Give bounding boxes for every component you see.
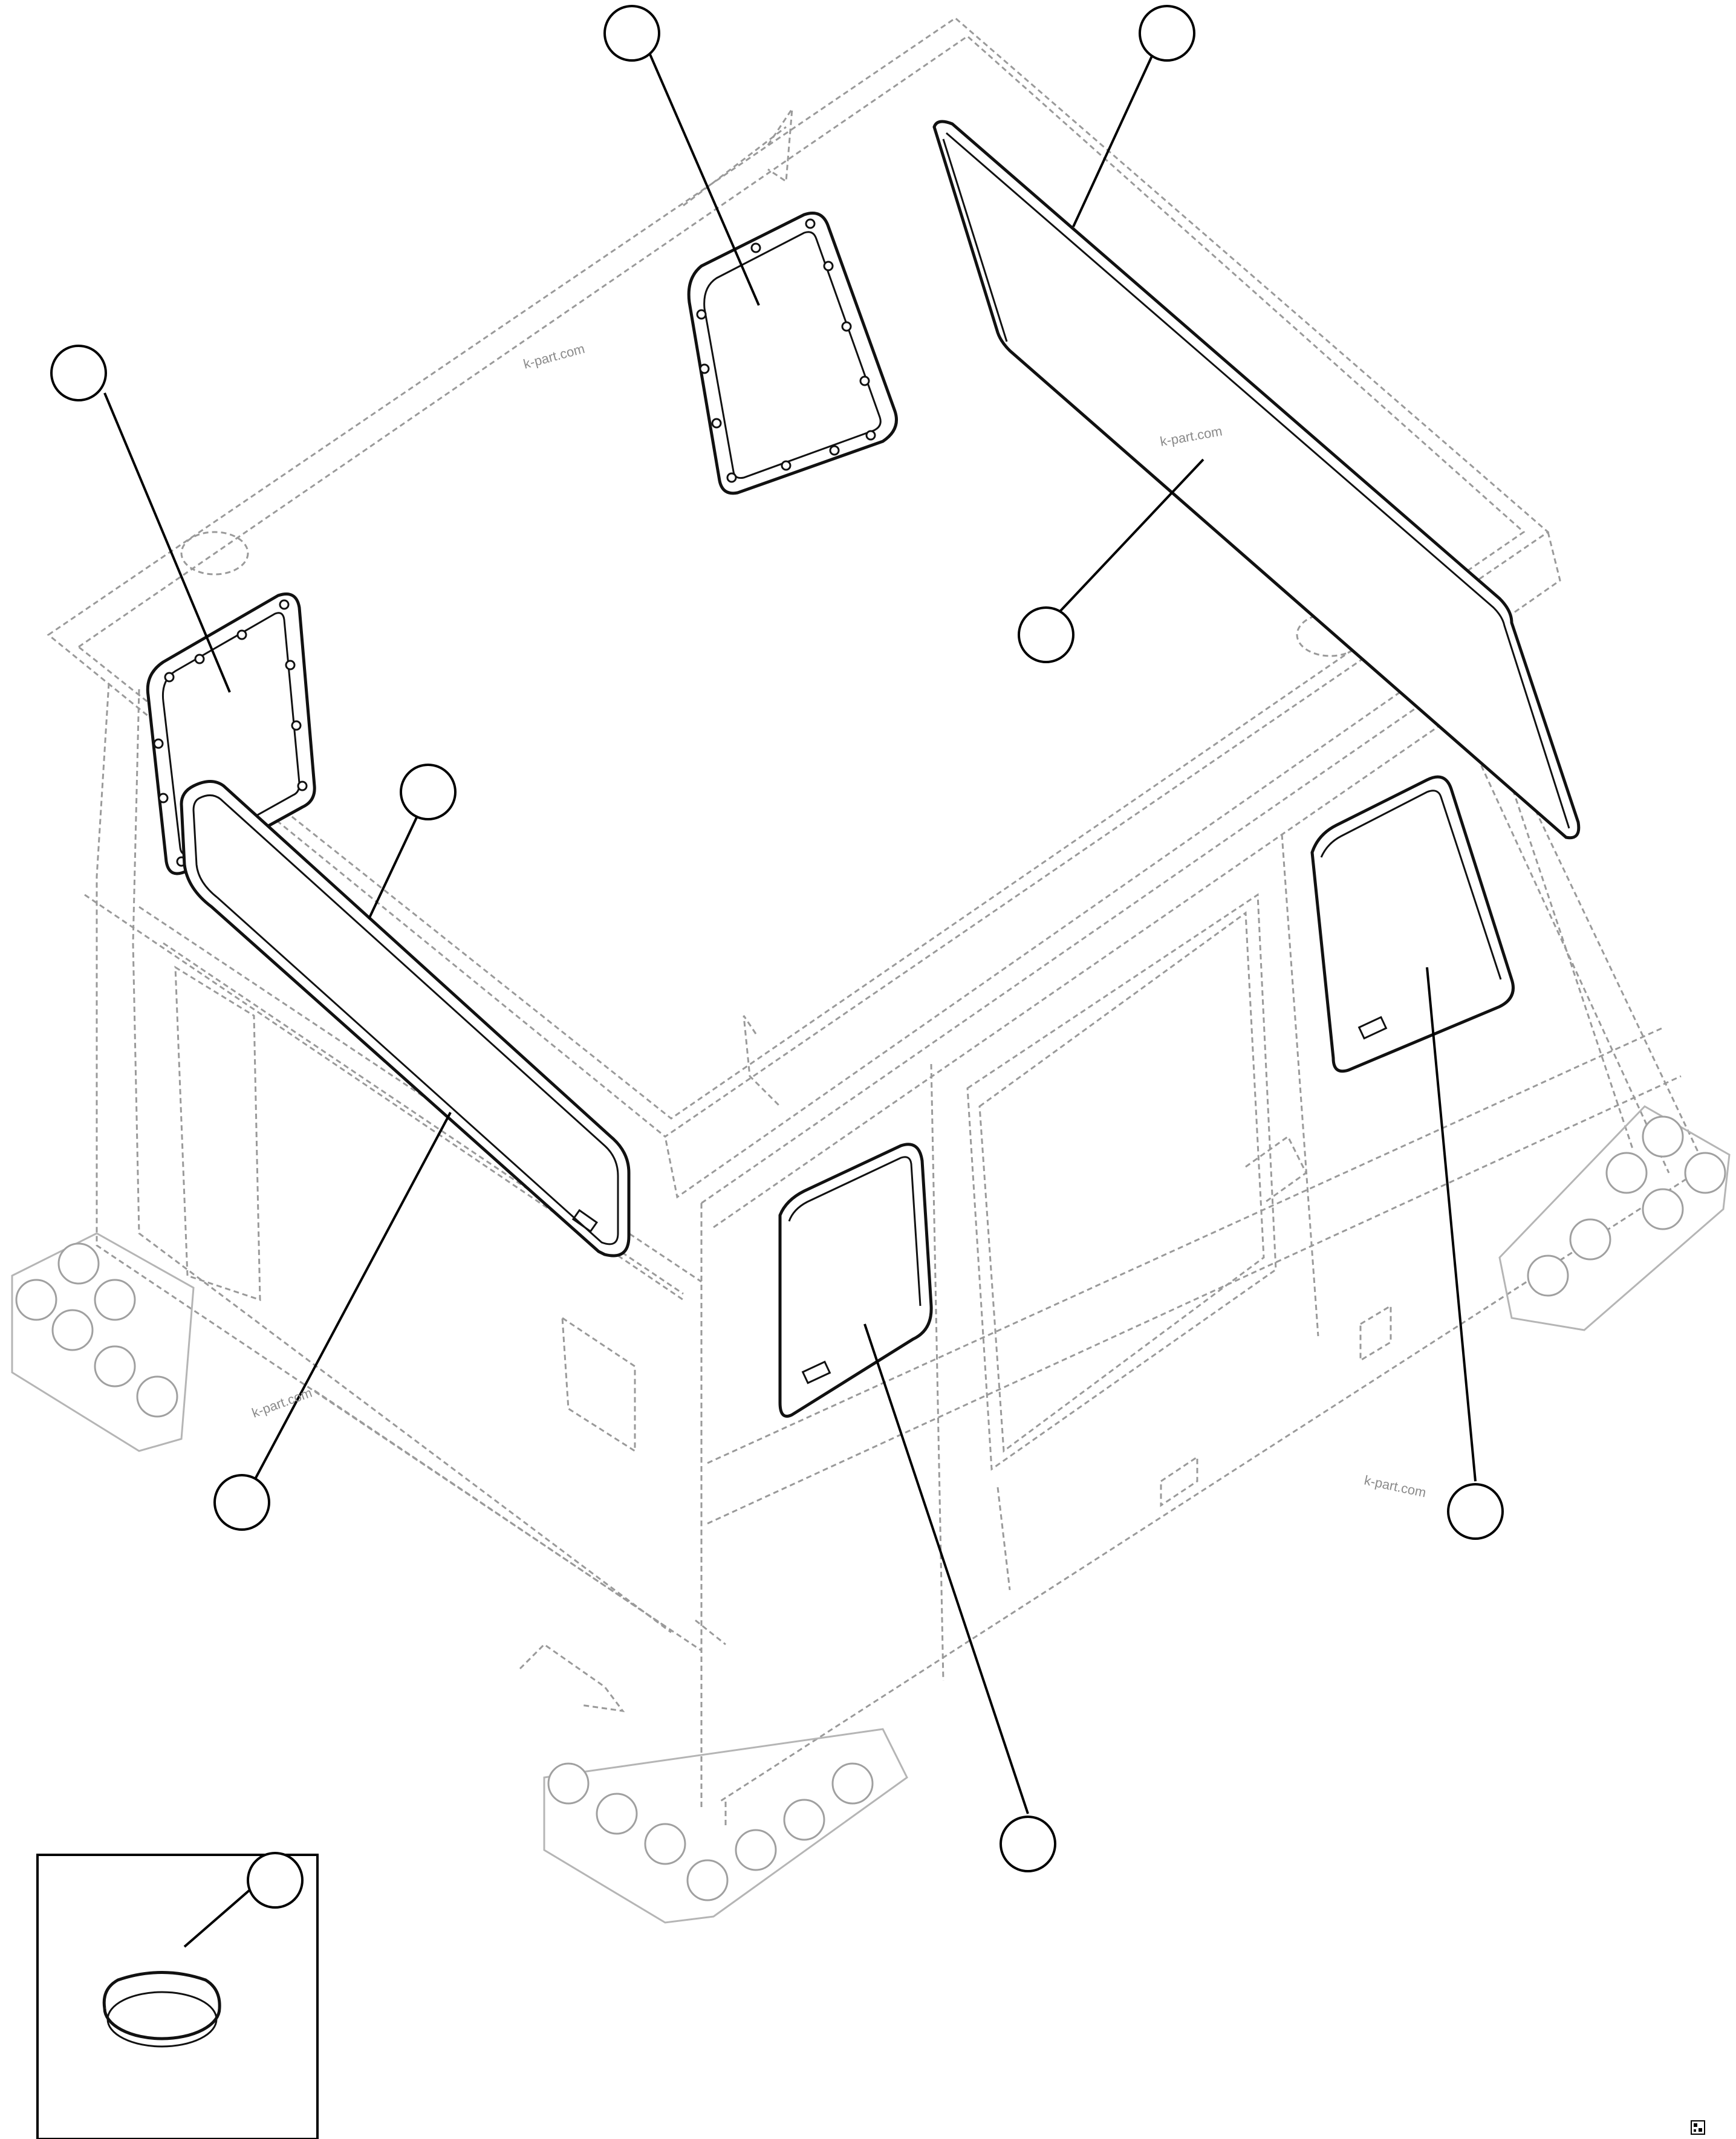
- callout-balloon-windshield-center: [1018, 606, 1074, 663]
- qr-corner-icon: [1691, 2120, 1705, 2135]
- rear-window-assembly: [180, 780, 631, 1258]
- cab-mounting-feet: [11, 1105, 1731, 1924]
- left-door-window-glass: [778, 1143, 933, 1418]
- watermark-text: k-part.com: [1363, 1472, 1428, 1500]
- watermark-text: k-part.com: [522, 341, 587, 372]
- callout-balloon-left-upper-window: [50, 345, 107, 401]
- callout-balloon-rear-window-seal: [400, 764, 457, 820]
- front-windshield-glass: [932, 120, 1581, 840]
- roof-window-gasket: [687, 212, 898, 495]
- cab-body-outline: [47, 17, 1706, 1826]
- callout-balloon-left-door-window: [1000, 1816, 1056, 1872]
- callout-balloon-front-windshield: [1139, 5, 1195, 62]
- leader-lines: [103, 49, 1477, 1948]
- callout-balloon-rear-window-glass: [213, 1474, 270, 1531]
- callout-balloon-right-side-window: [1447, 1483, 1504, 1540]
- watermark-text: k-part.com: [250, 1385, 314, 1421]
- right-side-window-glass: [1310, 775, 1515, 1073]
- callout-balloon-roof-window: [603, 5, 660, 62]
- inset-detail-cap: [36, 1852, 319, 2139]
